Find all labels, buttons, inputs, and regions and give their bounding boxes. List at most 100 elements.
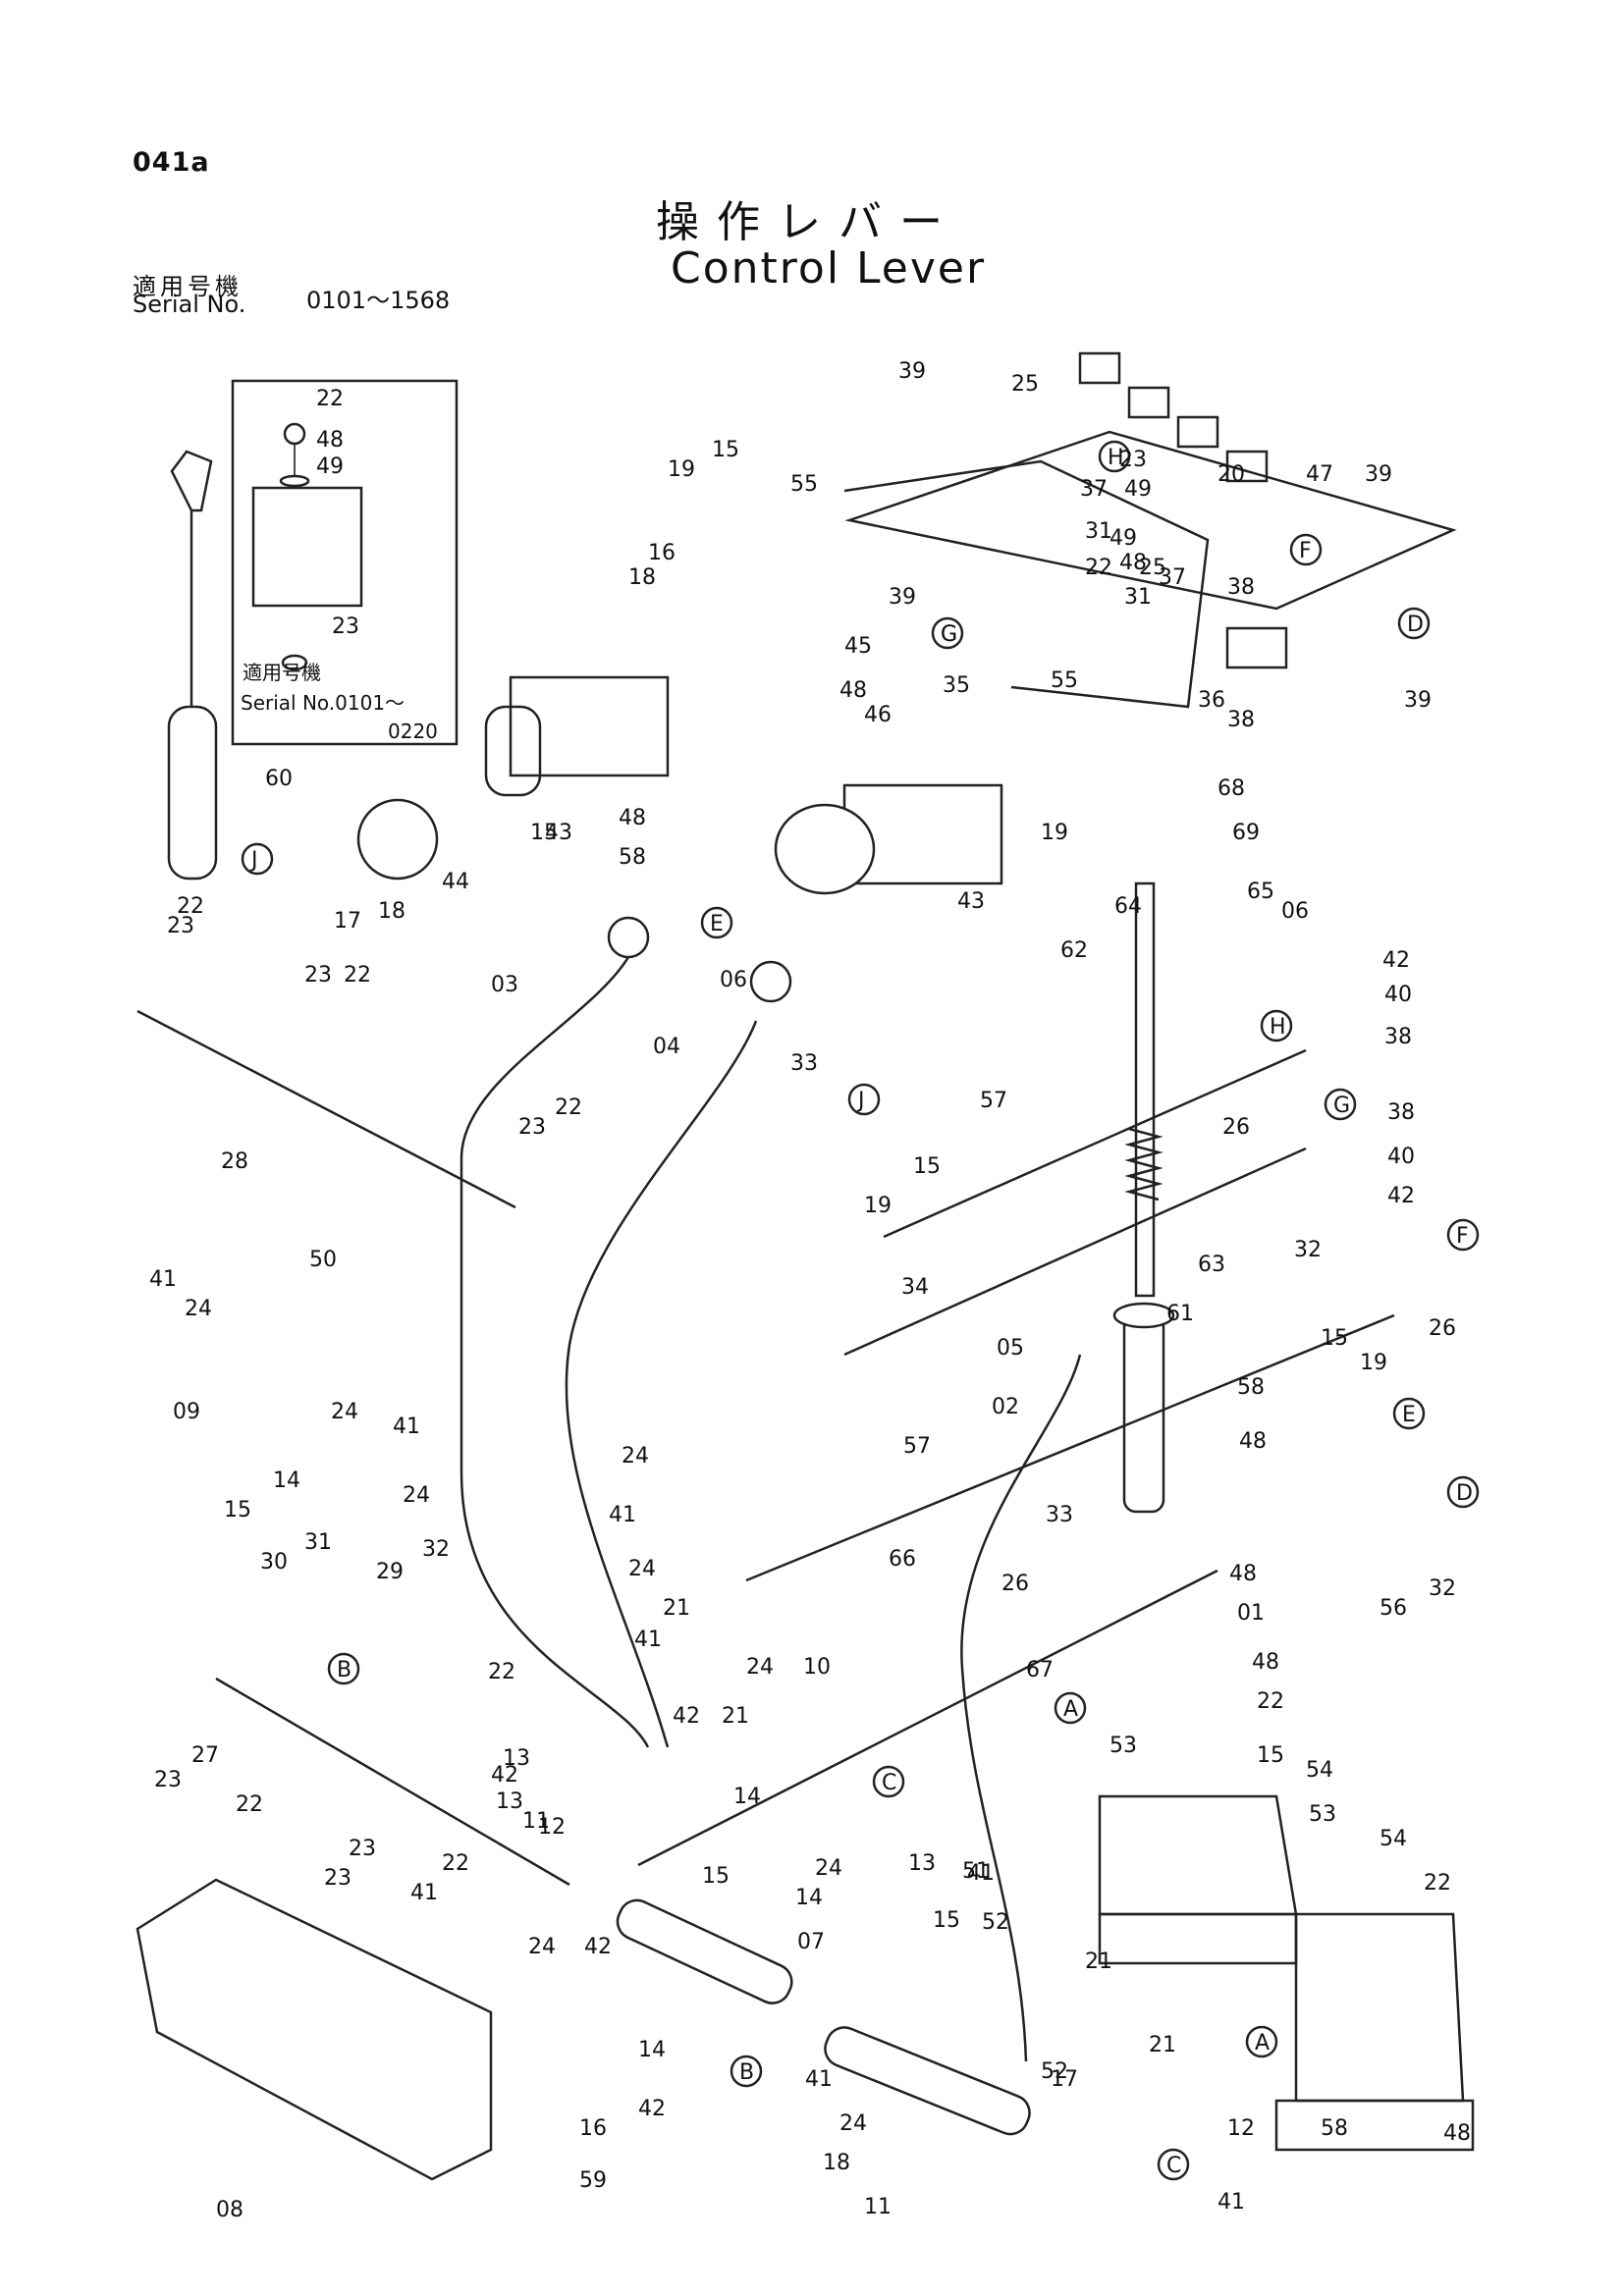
part-number-label: 52: [982, 1910, 1009, 1935]
part-number-label: 12: [538, 1815, 566, 1840]
part-number-label: 30: [260, 1550, 288, 1575]
part-number-label: 13: [908, 1851, 936, 1876]
part-number-label: 17: [1051, 2067, 1078, 2092]
serial-range: 0101～1568: [306, 287, 451, 314]
part-number-label: 67: [1026, 1658, 1054, 1682]
part-number-label: G: [941, 622, 957, 647]
part-number-label: 19: [668, 457, 695, 482]
part-number-label: 22: [1085, 556, 1112, 580]
part-number-label: 37: [1159, 565, 1186, 590]
part-number-label: 07: [797, 1930, 825, 1954]
part-number-label: 32: [422, 1537, 450, 1562]
part-number-label: 41: [805, 2067, 833, 2092]
part-number-label: 51: [962, 1859, 990, 1884]
part-number-label: 69: [1232, 821, 1260, 845]
part-number-label: 22: [1257, 1689, 1284, 1714]
part-number-label: 32: [1429, 1576, 1456, 1601]
part-number-label: 42: [638, 2097, 666, 2121]
part-number-label: 49: [1109, 526, 1137, 551]
solenoid-valve-right: [774, 783, 1003, 895]
part-number-label: 26: [1001, 1572, 1029, 1596]
part-number-label: 22: [236, 1792, 263, 1817]
part-number-label: 11: [864, 2195, 892, 2219]
part-number-label: 28: [221, 1149, 248, 1174]
part-number-label: 47: [1306, 462, 1333, 487]
part-number-label: 42: [673, 1704, 700, 1729]
part-number-label: 26: [1429, 1316, 1456, 1341]
control-rod-62: [1112, 881, 1175, 1514]
part-number-label: 41: [634, 1628, 662, 1652]
part-number-label: 16: [579, 2116, 607, 2141]
connector-label: E: [710, 912, 724, 936]
part-number-label: 66: [889, 1547, 916, 1572]
part-number-label: 15: [933, 1908, 960, 1933]
part-number-label: 19: [864, 1194, 892, 1218]
inset-note-end: 0220: [388, 720, 438, 743]
part-number-label: 48: [1239, 1429, 1267, 1454]
part-number-label: 12: [1227, 2116, 1255, 2141]
part-number-label: 44: [442, 870, 469, 894]
part-number-label: 33: [1046, 1503, 1073, 1527]
part-number-label: 41: [410, 1881, 438, 1905]
part-number-label: 41: [149, 1267, 177, 1292]
connector-label: E: [1402, 1403, 1416, 1427]
part-number-label: 53: [1309, 1802, 1336, 1827]
valve-assembly-top: [843, 351, 1457, 709]
part-number-label: 15: [712, 438, 739, 462]
connector-label: J: [856, 1089, 865, 1113]
part-number-label: 41: [1217, 2190, 1245, 2215]
part-number-label: 06: [720, 968, 747, 992]
part-number-label: 19: [1360, 1351, 1387, 1375]
part-number-label: 31: [304, 1530, 332, 1555]
part-number-label: 14: [795, 1886, 823, 1910]
part-number-label: 57: [903, 1434, 931, 1459]
part-number-label: 14: [638, 2038, 666, 2062]
connector-label: A: [1063, 1697, 1078, 1722]
part-number-label: 58: [1237, 1375, 1265, 1400]
part-number-label: 32: [1294, 1238, 1322, 1262]
part-number-label: 22: [442, 1851, 469, 1876]
part-number-label: 42: [491, 1763, 518, 1788]
part-number-label: 55: [790, 472, 818, 497]
part-number-label: 58: [1321, 2116, 1348, 2141]
part-number-label: 59: [579, 2168, 607, 2193]
part-number-label: 54: [1306, 1758, 1333, 1783]
part-number-label: 22: [177, 894, 204, 919]
part-number-label: 05: [997, 1336, 1024, 1361]
part-number-label: 33: [790, 1051, 818, 1076]
rods: [136, 1009, 1395, 1887]
part-number-label: 45: [844, 634, 872, 659]
part-number-label: 63: [1198, 1253, 1225, 1277]
part-number-label: 39: [1365, 462, 1392, 487]
part-number-label: 58: [619, 845, 646, 870]
part-number-label: 15: [1321, 1326, 1348, 1351]
part-number-label: 22: [1424, 1871, 1451, 1896]
part-number-label: 13: [496, 1789, 523, 1814]
connector-label: F: [1299, 539, 1312, 563]
part-number-label: 18: [628, 565, 656, 590]
part-number-label: 56: [1380, 1596, 1407, 1621]
connector-label: H: [1108, 446, 1124, 470]
part-number-label: 21: [1149, 2033, 1176, 2057]
inset-note-serial: Serial No.0101～: [241, 691, 405, 715]
part-number-label: 23: [304, 963, 332, 988]
part-number-label: 17: [334, 909, 361, 934]
part-number-label: 04: [653, 1035, 680, 1059]
part-number-label: 48: [839, 678, 867, 703]
part-number-label: 37: [1080, 477, 1108, 502]
part-number-label: 65: [1247, 880, 1274, 904]
part-number-label: 24: [185, 1297, 212, 1321]
part-number-label: 22: [488, 1660, 515, 1684]
dust-boot-52-b: [1274, 1912, 1475, 2152]
connector-label: C: [882, 1771, 896, 1795]
part-number-label: 34: [901, 1275, 929, 1300]
part-number-label: 24: [746, 1655, 774, 1680]
part-number-label: 23: [167, 914, 194, 938]
part-number-label: 26: [1222, 1115, 1250, 1140]
part-number-label: 38: [1227, 708, 1255, 732]
part-number-label: 27: [191, 1743, 219, 1768]
connector-label: D: [1456, 1481, 1473, 1506]
part-number-label: 54: [1380, 1827, 1407, 1851]
inset-label: 23: [332, 614, 359, 639]
